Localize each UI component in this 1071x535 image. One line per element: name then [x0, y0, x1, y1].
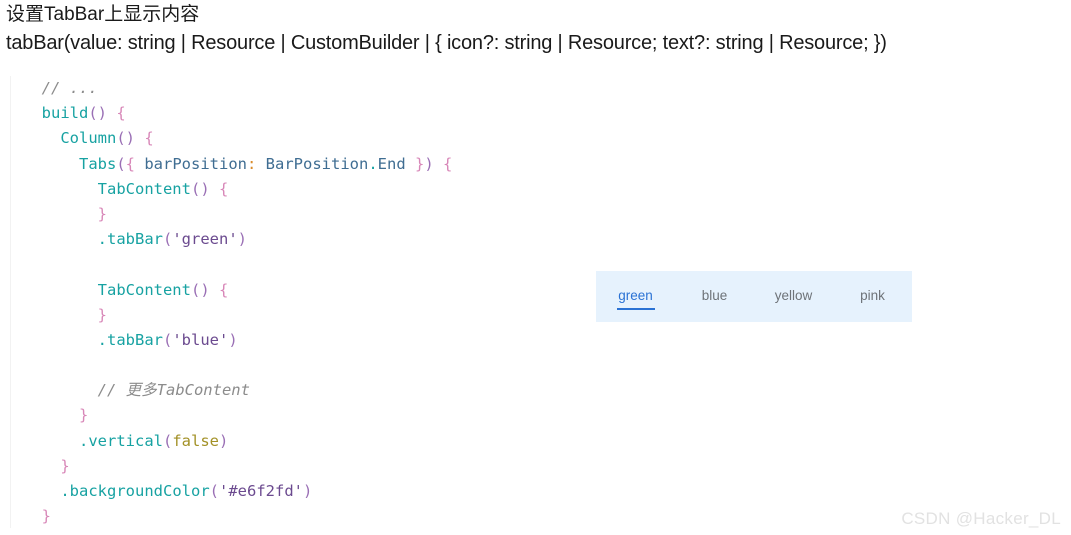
code-line: TabContent() {	[23, 177, 1060, 202]
code-token: Tabs	[79, 154, 117, 173]
code-token: .	[97, 330, 107, 349]
code-token: tabBar	[107, 330, 163, 349]
tab-item-blue[interactable]: blue	[701, 287, 728, 303]
code-line: }	[23, 202, 1060, 227]
tabbar-preview: green blue yellow pink	[596, 271, 912, 322]
code-line: .backgroundColor('#e6f2fd')	[23, 479, 1060, 504]
code-token: .	[97, 230, 107, 249]
page-title: 设置TabBar上显示内容	[6, 4, 200, 25]
code-token: Column	[60, 129, 117, 148]
code-token: .	[79, 431, 89, 450]
code-token: )	[424, 154, 434, 173]
code-token: )	[303, 482, 313, 500]
code-line: .tabBar('green')	[23, 227, 1060, 252]
code-token: }	[97, 204, 107, 223]
code-token	[434, 155, 443, 173]
code-token: }	[97, 305, 107, 324]
code-token: // ...	[41, 79, 98, 97]
code-token	[406, 155, 415, 173]
code-token: {	[219, 179, 229, 198]
code-token: 'green'	[172, 230, 238, 249]
code-token: End	[377, 154, 406, 173]
code-token: ()	[190, 179, 210, 198]
code-token	[135, 129, 144, 147]
tab-item-yellow[interactable]: yellow	[774, 287, 813, 303]
code-token: BarPosition	[256, 154, 369, 173]
code-token: false	[172, 431, 220, 450]
code-token: {	[443, 154, 453, 173]
code-token: (	[163, 330, 173, 349]
tab-item-green[interactable]: green	[596, 287, 675, 307]
code-token: (	[209, 482, 219, 500]
code-token: barPosition	[135, 154, 247, 173]
code-token: {	[144, 129, 154, 148]
code-snippet: // ... build() { Column() { Tabs({ barPo…	[10, 76, 1060, 528]
code-token: 'blue'	[172, 330, 229, 349]
code-line: }	[23, 454, 1060, 479]
code-token: ()	[190, 280, 210, 299]
code-token: build	[41, 104, 89, 123]
code-line: }	[23, 303, 1060, 328]
code-token	[210, 281, 219, 299]
code-token: tabBar	[107, 230, 163, 249]
code-token: (	[163, 431, 173, 450]
code-line: TabContent() {	[23, 278, 1060, 303]
code-token: )	[237, 230, 248, 249]
code-line: .tabBar('blue')	[23, 328, 1060, 353]
code-line: .vertical(false)	[23, 429, 1060, 454]
code-line: Tabs({ barPosition: BarPosition.End }) {	[23, 152, 1060, 177]
code-token: )	[219, 431, 229, 450]
code-token	[107, 104, 116, 122]
code-token: (	[163, 230, 173, 249]
header-section: 设置TabBar上显示内容 tabBar(value: string | Res…	[6, 2, 1066, 58]
code-token: }	[415, 154, 425, 173]
code-line: }	[23, 504, 1060, 529]
code-token: :	[247, 154, 257, 173]
code-token: backgroundColor	[69, 482, 210, 500]
code-token: {	[219, 280, 229, 299]
code-token: vertical	[88, 431, 163, 450]
code-token: {	[125, 154, 136, 173]
code-token: ()	[88, 104, 108, 123]
code-token: }	[60, 456, 70, 475]
code-token	[210, 180, 219, 198]
code-line: Column() {	[23, 126, 1060, 151]
code-line: build() {	[23, 101, 1060, 126]
code-line: }	[23, 403, 1060, 428]
watermark: CSDN @Hacker_DL	[901, 509, 1061, 528]
code-token: TabContent	[97, 179, 191, 198]
code-token: // 更多TabContent	[97, 381, 250, 400]
code-token: {	[116, 104, 126, 123]
code-token: .	[60, 482, 70, 500]
code-token: TabContent	[97, 280, 191, 299]
code-token: )	[228, 330, 238, 349]
code-token: (	[116, 154, 126, 173]
code-token: }	[79, 406, 89, 425]
code-token: ()	[116, 129, 135, 148]
code-line: // ...	[23, 76, 1060, 101]
api-signature: tabBar(value: string | Resource | Custom…	[6, 32, 887, 54]
code-line	[23, 353, 1060, 378]
tab-item-pink[interactable]: pink	[860, 287, 885, 303]
code-token: .	[368, 154, 378, 173]
code-token: }	[41, 507, 52, 526]
code-token: '#e6f2fd'	[219, 482, 303, 500]
code-line: // 更多TabContent	[23, 378, 1060, 403]
